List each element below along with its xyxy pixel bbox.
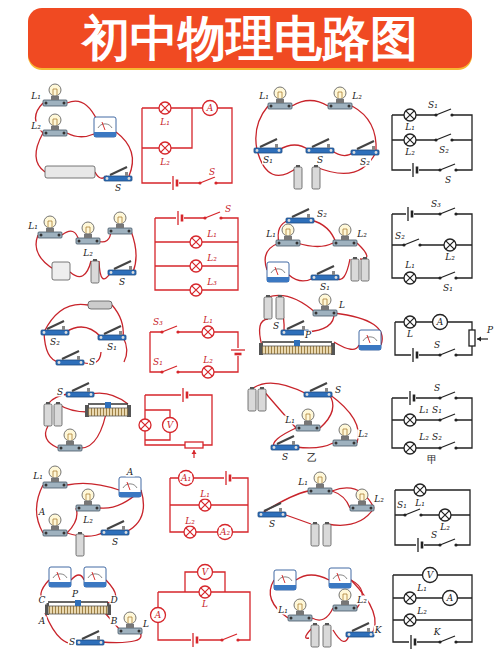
component-label: L₁ — [418, 406, 430, 415]
component-label: L₂ — [418, 433, 430, 442]
component-label: L₂ — [206, 254, 218, 263]
component-label: S — [114, 184, 122, 193]
component-label: L₁ — [32, 472, 44, 481]
component-label: L₂ — [439, 523, 451, 532]
component-label: S₃ — [152, 318, 164, 327]
component-label: S — [111, 538, 119, 547]
component-label: A — [154, 611, 163, 620]
component-label: S — [444, 176, 452, 185]
component-label: A — [446, 594, 455, 603]
component-label: S — [208, 168, 216, 177]
component-label: S — [334, 386, 342, 395]
component-label: V — [426, 571, 435, 580]
component-label: L₁ — [297, 478, 309, 487]
component-label: S₁ — [262, 156, 274, 165]
component-label: L — [142, 620, 150, 629]
component-label: L₂ — [356, 596, 368, 605]
component-label: L₂ — [30, 122, 42, 131]
component-label: S₂ — [394, 232, 406, 241]
component-label: L₂ — [404, 148, 416, 157]
component-label: A₁ — [180, 474, 192, 483]
component-label: L₁ — [258, 92, 270, 101]
component-label: S₁ — [152, 358, 164, 367]
component-label: L₂ — [82, 516, 94, 525]
component-label: L — [201, 600, 209, 609]
component-label: L₁ — [416, 584, 428, 593]
component-label: A₂ — [219, 528, 231, 537]
component-label: S₁ — [396, 501, 408, 510]
component-label: S — [268, 520, 276, 529]
component-label: A — [436, 318, 445, 327]
component-label: S₁ — [427, 101, 439, 110]
component-label: L₁ — [159, 118, 171, 127]
component-label: L — [406, 330, 414, 339]
component-label: S₂ — [49, 338, 61, 347]
component-label: A — [206, 104, 215, 113]
component-label: S — [272, 322, 280, 331]
component-label: L₁ — [277, 606, 289, 615]
component-label: L₂ — [184, 517, 196, 526]
component-label: L₁ — [404, 123, 416, 132]
component-label: L₁ — [199, 490, 211, 499]
component-label: V — [166, 421, 175, 430]
component-label: S₂ — [359, 158, 371, 167]
component-label: S₁ — [106, 343, 118, 352]
component-label: K — [433, 628, 442, 637]
component-label: P — [304, 331, 312, 340]
component-label: A — [38, 508, 47, 517]
component-label: S₂ — [438, 146, 450, 155]
component-label: P — [71, 590, 79, 599]
component-label: L₂ — [416, 607, 428, 616]
component-label: L₂ — [444, 253, 456, 262]
component-label: L₂ — [357, 430, 369, 439]
component-label: S₁ — [319, 283, 331, 292]
component-label: L₁ — [27, 222, 39, 231]
component-label: S — [433, 384, 441, 393]
component-label: S — [56, 388, 64, 397]
component-label: S₁ — [431, 406, 443, 415]
component-label: S — [433, 341, 441, 350]
component-label: S — [316, 156, 324, 165]
component-label: L₃ — [206, 278, 218, 287]
component-label: L₁ — [414, 499, 426, 508]
component-label: L₂ — [356, 230, 368, 239]
component-label: D — [109, 596, 118, 605]
component-label: C — [38, 596, 47, 605]
component-label: 甲 — [426, 455, 438, 465]
component-label: L₁ — [30, 92, 42, 101]
title-banner: 初中物理电路图 — [28, 8, 472, 68]
component-label: L₁ — [202, 316, 214, 325]
component-label: L₂ — [202, 356, 214, 365]
component-label: V — [201, 568, 210, 577]
component-label: S — [430, 531, 438, 540]
component-label: A — [38, 617, 47, 626]
component-label: S₃ — [430, 200, 442, 209]
component-label: S₁ — [442, 284, 454, 293]
component-label: L₁ — [206, 230, 218, 239]
component-label: S — [281, 453, 289, 462]
component-label: L₂ — [373, 495, 385, 504]
component-label: P — [486, 326, 494, 335]
component-label: S — [68, 638, 76, 647]
component-label: S₂ — [431, 433, 443, 442]
component-label: L₁ — [284, 416, 296, 425]
component-label: K — [374, 626, 383, 635]
component-label: L — [338, 301, 346, 310]
component-label: S — [224, 205, 232, 214]
component-label: S — [88, 358, 96, 367]
component-label: L₁ — [265, 230, 277, 239]
component-label: S — [118, 278, 126, 287]
component-label: S₂ — [316, 210, 328, 219]
component-label: 乙 — [306, 453, 318, 463]
component-label: L₂ — [351, 92, 363, 101]
component-label: L₁ — [404, 261, 416, 270]
component-label: A — [126, 468, 135, 477]
component-label: B — [110, 617, 119, 626]
component-label: L₂ — [159, 158, 171, 167]
component-label: L₂ — [82, 249, 94, 258]
